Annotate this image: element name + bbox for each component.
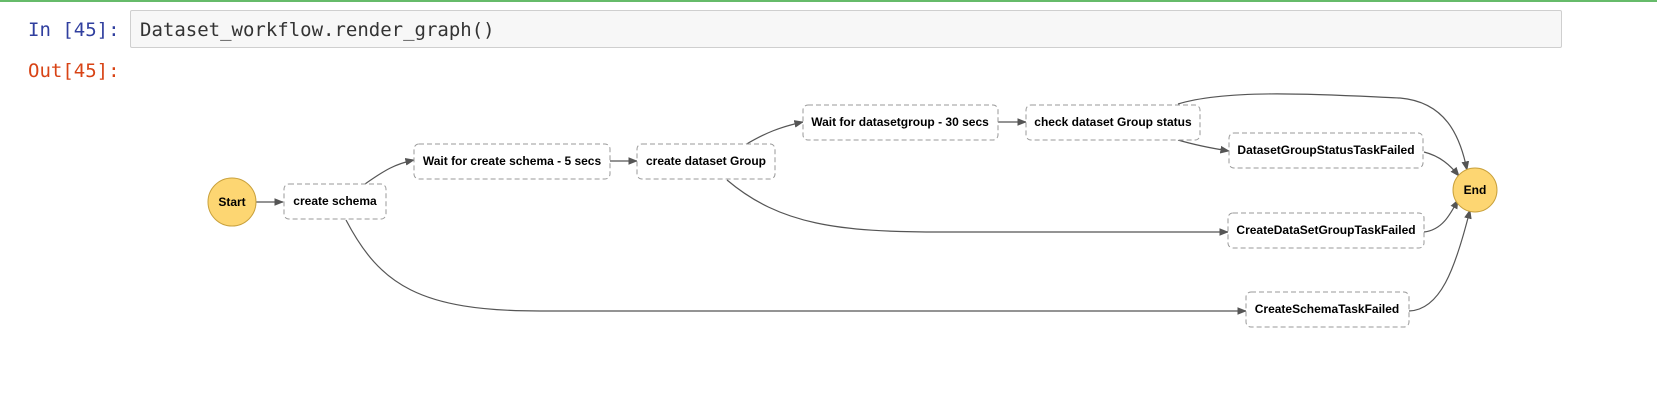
edge-check-end (1177, 93, 1470, 171)
node-check-dataset-group-status-label: check dataset Group status (1034, 115, 1192, 129)
edge-check-dsg-failed (1177, 139, 1230, 154)
edge-dsg-failed-end (1423, 151, 1460, 177)
node-wait-create-schema[interactable] (413, 143, 611, 180)
cell-selection-bar (0, 0, 1657, 2)
output-prompt: Out[45]: (28, 60, 120, 82)
node-create-schema-failed[interactable] (1245, 291, 1410, 328)
node-dataset-group-status-failed-label: DatasetGroupStatusTaskFailed (1237, 143, 1414, 157)
node-create-dataset-group-label: create dataset Group (646, 154, 766, 168)
edge-create-dsg-wait-dsg (744, 120, 804, 146)
node-end-label: End (1464, 183, 1487, 197)
node-start-label: Start (218, 195, 245, 209)
node-create-dataset-group-failed-label: CreateDataSetGroupTaskFailed (1236, 223, 1415, 237)
input-prompt: In [45]: (28, 19, 120, 41)
node-create-schema[interactable] (283, 183, 387, 220)
node-wait-datasetgroup-label: Wait for datasetgroup - 30 secs (811, 115, 989, 129)
node-create-dataset-group[interactable] (636, 143, 776, 180)
node-create-dataset-group-failed[interactable] (1227, 212, 1425, 249)
edge-create-schema-schema-failed (345, 219, 1247, 315)
edge-create-schema-wait (364, 158, 415, 185)
edge-schema-failed-end (1408, 209, 1472, 312)
node-create-schema-label: create schema (293, 194, 377, 208)
code-cell-input[interactable]: Dataset_workflow.render_graph() (130, 10, 1562, 48)
node-check-dataset-group-status[interactable] (1025, 104, 1201, 141)
node-end[interactable]: End (1452, 167, 1498, 213)
node-wait-create-schema-label: Wait for create schema - 5 secs (423, 154, 602, 168)
node-dataset-group-status-failed[interactable] (1228, 132, 1424, 169)
node-wait-datasetgroup[interactable] (802, 104, 999, 141)
code-text[interactable]: Dataset_workflow.render_graph() (140, 19, 495, 41)
edge-create-dsg-create-dsg-failed (726, 179, 1229, 236)
node-start[interactable]: Start (207, 177, 257, 227)
node-create-schema-failed-label: CreateSchemaTaskFailed (1255, 302, 1400, 316)
edge-create-dsg-failed-end (1423, 199, 1459, 233)
